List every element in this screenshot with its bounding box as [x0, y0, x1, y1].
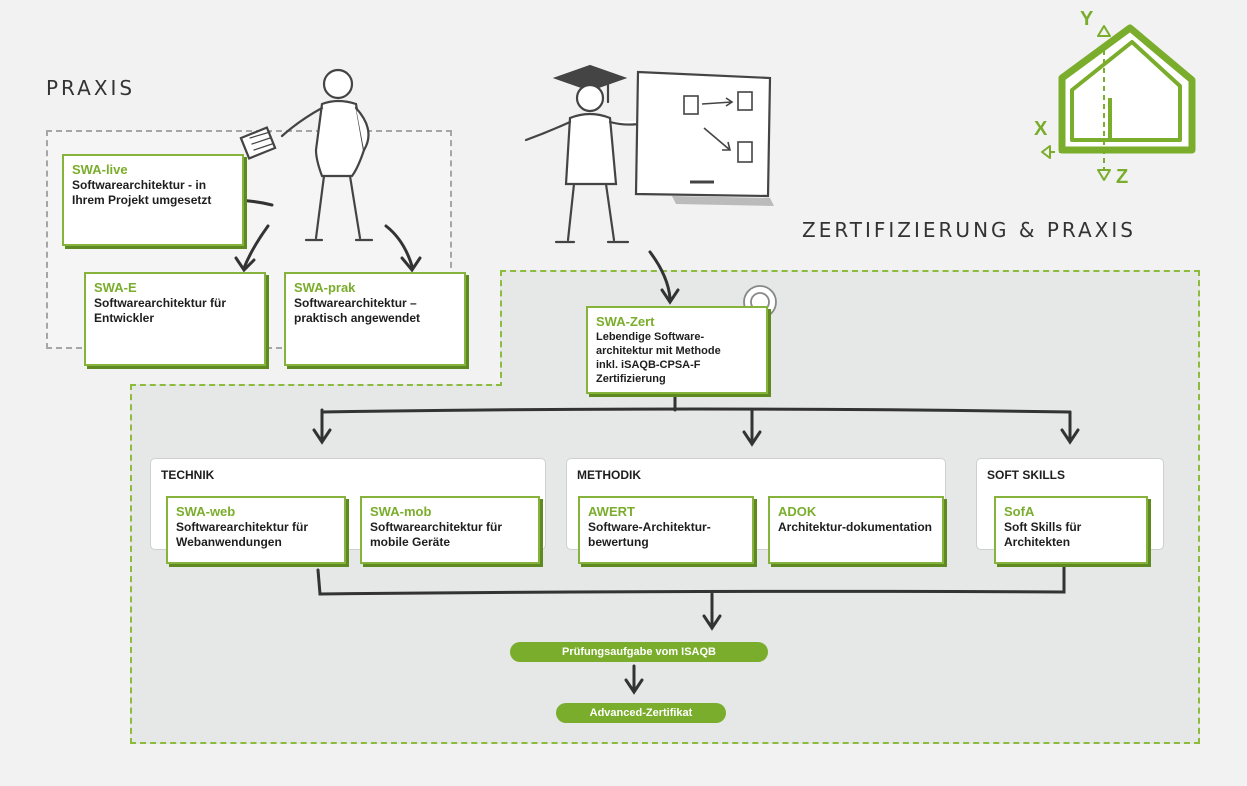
- awert-card[interactable]: AWERT Software-Architektur-bewertung: [578, 496, 754, 564]
- distribution-arrows: [312, 390, 1080, 447]
- whiteboard-icon: [634, 70, 774, 206]
- swa-live-desc: Softwarearchitektur - in Ihrem Projekt u…: [72, 178, 212, 207]
- methodik-label: METHODIK: [577, 468, 641, 482]
- swa-web-code: SWA-web: [176, 504, 236, 519]
- region-fill-patch: [502, 380, 1194, 388]
- axis-x-label: X: [1034, 118, 1048, 140]
- swa-e-desc: Softwarearchitektur für Entwickler: [94, 296, 227, 325]
- swa-live-code: SWA-live: [72, 162, 128, 177]
- zertifizierung-title: ZERTIFIZIERUNG & PRAXIS: [802, 218, 1136, 242]
- sofa-card[interactable]: SofA Soft Skills für Architekten: [994, 496, 1148, 564]
- adok-code: ADOK: [778, 504, 817, 519]
- merge-arrows: [316, 564, 1066, 695]
- xyz-axes-logo-icon: [1041, 24, 1196, 181]
- swa-zert-card[interactable]: SWA-Zert Lebendige Software-architektur …: [586, 306, 768, 394]
- swa-live-card[interactable]: SWA-live Softwarearchitektur - in Ihrem …: [62, 154, 244, 246]
- awert-desc: Software-Architektur-bewertung: [588, 520, 711, 549]
- praxis-title: PRAXIS: [46, 76, 136, 100]
- technik-label: TECHNIK: [161, 468, 215, 482]
- swa-zert-code: SWA-Zert: [596, 314, 655, 329]
- swa-mob-desc: Softwarearchitektur für mobile Geräte: [370, 520, 503, 549]
- zertifizierung-region-bottom: [130, 384, 1200, 744]
- swa-e-card[interactable]: SWA-E Softwarearchitektur für Entwickler: [84, 272, 266, 366]
- pruefungsaufgabe-pill[interactable]: Prüfungsaufgabe vom ISAQB: [510, 642, 768, 662]
- swa-prak-code: SWA-prak: [294, 280, 356, 295]
- soft-skills-label: SOFT SKILLS: [987, 468, 1065, 482]
- axis-z-label: Z: [1116, 166, 1129, 188]
- standing-man-icon: [239, 68, 374, 242]
- swa-mob-code: SWA-mob: [370, 504, 432, 519]
- swa-e-code: SWA-E: [94, 280, 137, 295]
- teacher-arrow: [648, 250, 680, 305]
- swa-prak-desc: Softwarearchitektur – praktisch angewend…: [294, 296, 421, 325]
- advanced-zertifikat-pill[interactable]: Advanced-Zertifikat: [556, 703, 726, 723]
- region-top-edge: [130, 384, 502, 386]
- swa-mob-card[interactable]: SWA-mob Softwarearchitektur für mobile G…: [360, 496, 540, 564]
- awert-code: AWERT: [588, 504, 635, 519]
- sofa-desc: Soft Skills für Architekten: [1004, 520, 1082, 549]
- sofa-code: SofA: [1004, 504, 1035, 519]
- swa-prak-card[interactable]: SWA-prak Softwarearchitektur – praktisch…: [284, 272, 466, 366]
- swa-zert-desc: Lebendige Software-architektur mit Metho…: [596, 331, 721, 385]
- swa-web-card[interactable]: SWA-web Softwarearchitektur für Webanwen…: [166, 496, 346, 564]
- swa-web-desc: Softwarearchitektur für Webanwendungen: [176, 520, 309, 549]
- axis-y-label: Y: [1080, 8, 1094, 30]
- adok-card[interactable]: ADOK Architektur-dokumentation: [768, 496, 944, 564]
- adok-desc: Architektur-dokumentation: [778, 520, 933, 534]
